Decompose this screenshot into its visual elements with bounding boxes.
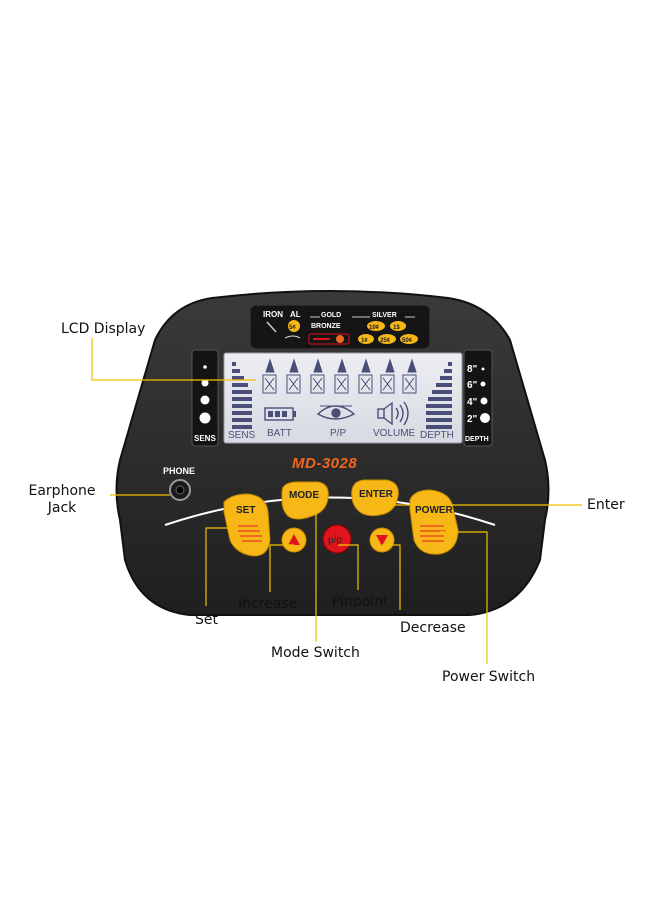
leader-decrease	[382, 544, 401, 610]
increase-button[interactable]	[281, 527, 307, 553]
callout-increase: Increase	[238, 596, 298, 612]
pull-tab-icon	[284, 335, 301, 339]
callout-power-switch: Power Switch	[442, 669, 536, 685]
legend-coin-1d: 1$	[393, 325, 400, 331]
legend-silver: SILVER	[372, 312, 397, 319]
lcd-sens-label: SENS	[228, 430, 256, 441]
enter-button-label: ENTER	[359, 489, 394, 500]
legend-coin-10c: 10¢	[369, 325, 380, 331]
callout-set: Set	[195, 612, 218, 628]
set-button[interactable]	[223, 493, 271, 557]
leader-lines	[91, 338, 582, 664]
legend-coin-5c: 5¢	[289, 325, 296, 331]
sens-bar-graph	[232, 362, 252, 429]
callout-mode-switch: Mode Switch	[271, 645, 360, 661]
speaker-icon	[377, 401, 409, 426]
target-id-segments	[265, 358, 417, 373]
callout-lcd-display: LCD Display	[61, 321, 146, 337]
pinpoint-button[interactable]	[322, 524, 352, 554]
legend-al: AL	[290, 310, 301, 319]
legend-gold: GOLD	[321, 312, 341, 319]
lcd-pp-label: P/P	[330, 428, 346, 439]
up-arrow-icon	[288, 534, 300, 545]
leader-increase	[269, 544, 294, 592]
model-label: MD-3028	[292, 455, 357, 472]
lcd-batt-label: BATT	[267, 428, 292, 439]
nail-icon	[266, 321, 277, 333]
depth-mark-8: 8"	[467, 364, 478, 375]
callout-earphone-jack: Earphone Jack	[26, 483, 98, 517]
legend-iron: IRON	[263, 310, 283, 319]
legend-coin-25c: 25¢	[380, 338, 391, 344]
depth-bar-graph	[426, 362, 452, 429]
legend-coin-50c: 50¢	[402, 338, 413, 344]
sens-panel-label: SENS	[194, 434, 216, 443]
phone-label: PHONE	[163, 466, 195, 476]
eye-icon	[316, 405, 356, 420]
power-button-label: POWER	[415, 505, 454, 516]
depth-mark-4: 4"	[467, 397, 478, 408]
mode-button[interactable]	[281, 481, 329, 520]
leader-set	[205, 527, 240, 606]
lcd-depth-label: DEPTH	[420, 430, 454, 441]
callout-decrease: Decrease	[400, 620, 466, 636]
battery-icon	[264, 407, 296, 421]
depth-panel-label: DEPTH	[465, 436, 489, 443]
legend-coin-1c: 1¢	[361, 338, 368, 344]
depth-mark-6: 6"	[467, 380, 478, 391]
mode-button-label: MODE	[289, 490, 319, 501]
down-arrow-icon	[376, 535, 388, 546]
lcd-volume-label: VOLUME	[373, 428, 416, 439]
callout-earphone-jack-text: Earphone Jack	[28, 483, 96, 516]
legend-bronze: BRONZE	[311, 323, 341, 330]
power-button[interactable]	[409, 489, 459, 555]
set-button-label: SET	[236, 505, 255, 516]
depth-mark-2: 2"	[467, 414, 478, 425]
target-x-boxes	[262, 374, 417, 394]
leader-mode	[306, 499, 317, 642]
decrease-button[interactable]	[369, 527, 395, 553]
pinpoint-button-label: p/p	[328, 535, 342, 546]
callout-pinpoint: Pinpoint	[332, 594, 389, 610]
leader-lcd	[91, 338, 256, 381]
callout-enter: Enter	[587, 497, 625, 513]
leader-pinpoint	[338, 544, 359, 590]
enter-button[interactable]	[351, 479, 399, 517]
leader-power	[440, 531, 488, 664]
